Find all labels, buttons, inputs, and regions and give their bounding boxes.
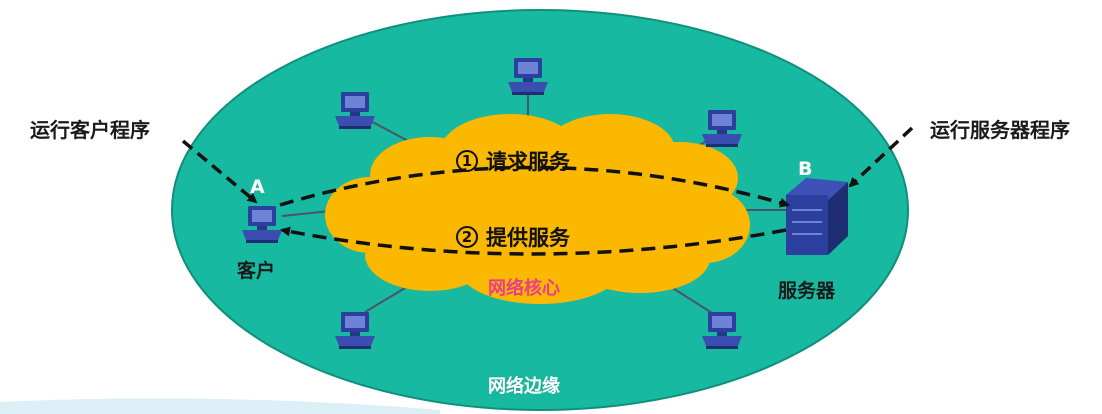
computer-icon [508, 58, 548, 95]
step-number-2: 2 [456, 226, 478, 248]
run-server-label: 运行服务器程序 [930, 118, 1070, 142]
computer-icon [702, 110, 742, 147]
run-client-pointer [181, 139, 258, 204]
request-step: 1 请求服务 [456, 146, 570, 176]
host-b-letter: B [798, 158, 813, 180]
step-number-1: 1 [456, 150, 478, 172]
run-client-label: 运行客户程序 [30, 118, 150, 142]
request-label: 请求服务 [486, 150, 570, 174]
client-label: 客户 [237, 260, 276, 282]
host-a-letter: A [250, 176, 265, 198]
network-edge-label: 网络边缘 [488, 376, 560, 397]
computer-icon [335, 92, 375, 129]
server-label: 服务器 [778, 280, 836, 302]
provide-step: 2 提供服务 [456, 222, 570, 252]
run-server-pointer [848, 126, 914, 188]
computer-icon [335, 312, 375, 349]
request-arrow [279, 165, 790, 208]
server-icon [786, 178, 848, 255]
client-computer-icon [242, 206, 282, 243]
provide-label: 提供服务 [486, 226, 570, 250]
provide-arrow [280, 226, 787, 256]
network-core-label: 网络核心 [488, 278, 560, 299]
computer-icon [702, 312, 742, 349]
background-wave [0, 398, 440, 414]
